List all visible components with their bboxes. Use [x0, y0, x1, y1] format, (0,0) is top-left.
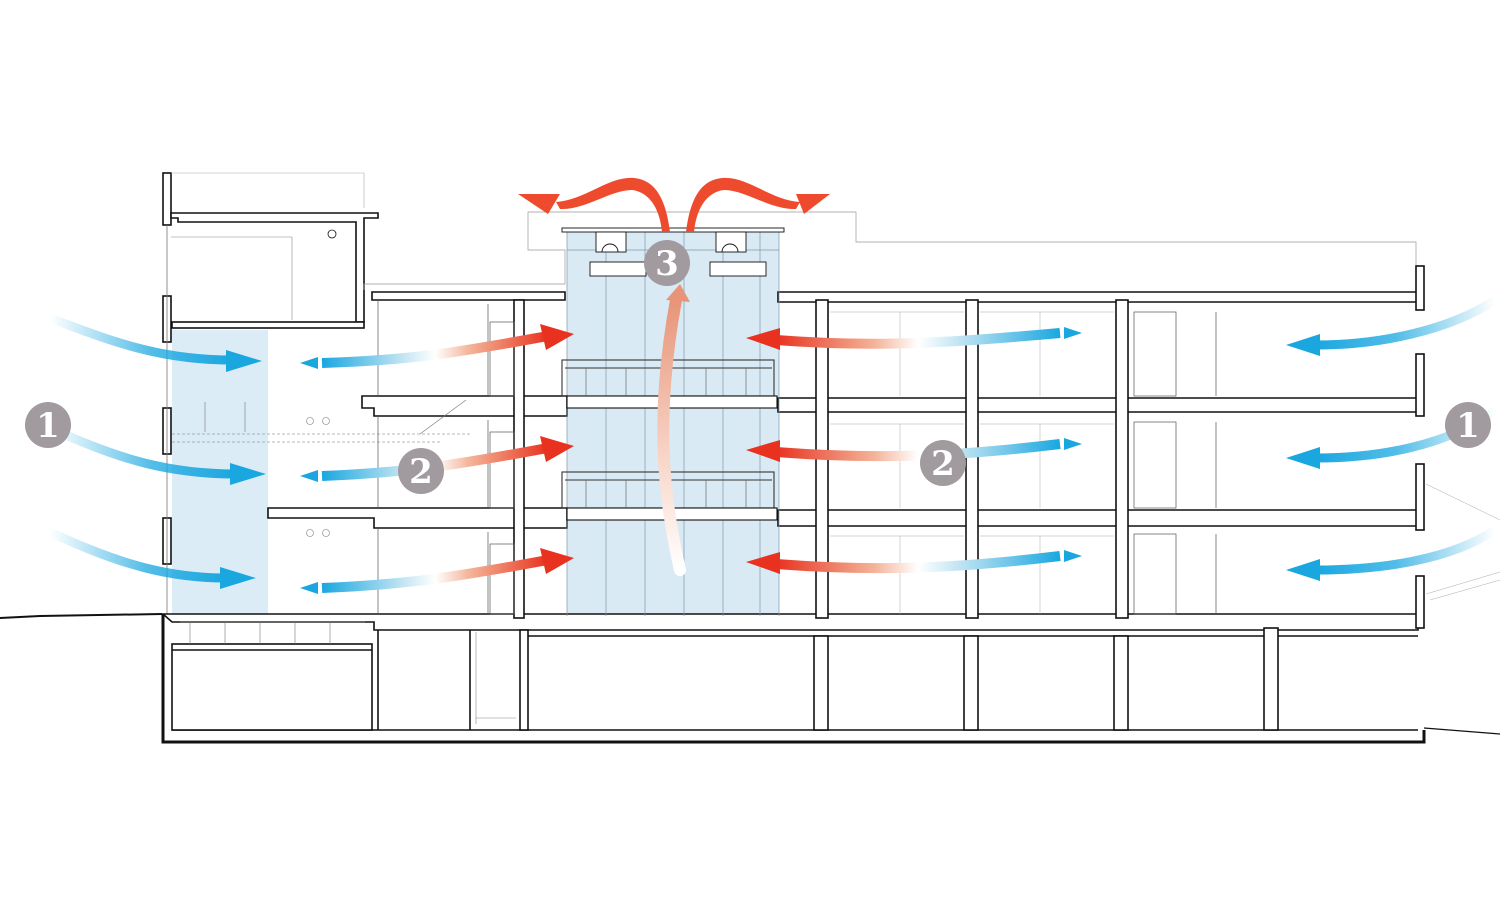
- warming-arrow-right-top: [746, 327, 1082, 350]
- svg-text:2: 2: [409, 452, 433, 492]
- warming-arrow-right-bottom: [746, 550, 1082, 574]
- basement-left: [171, 643, 373, 731]
- exhaust-arrows: [518, 177, 830, 232]
- warming-arrows-right: [746, 327, 1082, 574]
- left-wall-post-1: [162, 172, 172, 226]
- floor-slab-2: [361, 395, 568, 417]
- intake-arrow-left-bottom: [45, 527, 256, 589]
- marker-left-1: 1: [25, 402, 71, 448]
- svg-text:1: 1: [36, 406, 60, 446]
- marker-left-2: 2: [398, 448, 444, 494]
- building-section: [0, 172, 1500, 744]
- roof-outline: [363, 211, 1417, 290]
- warming-arrows-left: [300, 324, 574, 594]
- ground-line-right: [1423, 727, 1500, 735]
- intake-arrow-left-top: [45, 313, 262, 372]
- marker-right-2: 2: [920, 440, 966, 486]
- warming-arrow-left-bottom: [300, 548, 574, 594]
- roof-monitor: [561, 227, 785, 277]
- svg-text:2: 2: [931, 444, 955, 484]
- intake-arrow-left-middle: [45, 423, 266, 485]
- intake-arrows-left: [45, 313, 266, 589]
- svg-text:1: 1: [1456, 406, 1480, 446]
- marker-right-1: 1: [1445, 402, 1491, 448]
- upper-left-volume: [170, 212, 379, 323]
- glazing-zones: [172, 228, 779, 616]
- warming-arrow-left-top: [300, 324, 574, 369]
- warming-arrow-right-middle: [746, 438, 1082, 462]
- intake-arrow-right-top: [1286, 295, 1500, 356]
- ground-line: [0, 613, 163, 619]
- foundation-slab: [161, 614, 1426, 744]
- svg-text:3: 3: [655, 244, 679, 284]
- intake-arrow-right-bottom: [1286, 525, 1500, 581]
- marker-top-3: 3: [644, 240, 690, 286]
- stack-rise-arrow: [657, 284, 690, 576]
